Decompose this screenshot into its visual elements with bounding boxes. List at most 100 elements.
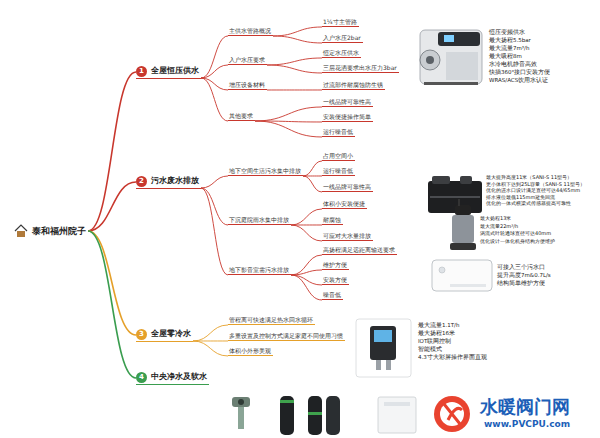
connector: [201, 188, 228, 275]
spec-text: 结构简单维护方便: [497, 280, 545, 286]
topic-item: 三层花洒要求出水压力3bar: [322, 65, 399, 74]
topic-text: 一线品牌可靠性高: [323, 183, 371, 190]
spec-text: 最大流量1.1T/h: [418, 322, 459, 328]
topic-text: 入户水压要求: [229, 56, 265, 63]
connector: [267, 89, 322, 90]
spec-text: 涡流式叶轮通球直径可达40mm: [480, 231, 551, 237]
topic-item: 过流部件耐腐蚀防生锈: [322, 82, 385, 91]
topic-text: 其他要求: [229, 112, 253, 119]
topic-text: 占用空间小: [323, 152, 353, 159]
spec-text: 最大流量7m³/h: [489, 45, 529, 51]
topic-item: 地下空间生活污水集中排放: [228, 168, 303, 177]
topic-text: 增压设备材料: [229, 81, 265, 88]
connector: [303, 161, 322, 176]
topic-item: 增压设备材料: [228, 82, 267, 91]
topic-text: 恒定水压供水: [323, 49, 359, 56]
topic-item: 占用空间小: [322, 153, 355, 162]
connector: [273, 27, 322, 36]
topic-text: 1¼寸主管路: [323, 18, 357, 25]
connector: [88, 231, 136, 378]
topic-item: 噪音低: [322, 292, 343, 301]
spec-text: 提升高度7m&0.7L/s: [497, 272, 551, 278]
topic-text: 可应对大水量排放: [323, 232, 371, 239]
topic-item: 运行噪音低: [322, 129, 355, 138]
spec-text: 优化的一体式横梁式传感器提高可靠性: [486, 201, 571, 207]
connector: [291, 255, 322, 275]
recirculation-pump: [356, 319, 411, 377]
connector: [303, 176, 322, 192]
topic-item: 体积小安装便捷: [322, 201, 367, 210]
spec-text: 最大扬程16米: [418, 330, 455, 336]
connector: [201, 176, 228, 188]
topic-item: 维护方便: [322, 262, 349, 271]
connector: [201, 188, 228, 225]
topic-item: 1¼寸主管路: [322, 19, 359, 28]
topic-text: 噪音低: [323, 291, 341, 298]
branch-number: 3: [136, 329, 147, 340]
topic-item: 一线品牌可靠性高: [322, 184, 373, 193]
root-topic: 泰和福州院子: [30, 225, 88, 238]
macerator-unit: [432, 260, 492, 291]
spec-text: 恒压变频供水: [489, 29, 525, 35]
connector: [193, 341, 228, 356]
topic-item: 恒定水压供水: [322, 50, 361, 59]
spec-text: 4.3寸大彩屏操作界面直观: [418, 354, 487, 360]
topic-item: 其他要求: [228, 113, 255, 122]
connector: [291, 225, 322, 241]
connector: [201, 36, 228, 78]
topic-item: 运行噪音低: [322, 168, 355, 177]
topic-text: 下沉庭院雨水集中排放: [229, 216, 289, 223]
branch-topic: 4 中央净水及软水: [136, 372, 209, 385]
spec-text: 排水液位最低115mm避免回流: [486, 195, 555, 201]
spec-text: 更小体积下达到25L容量（SANI-S 11型号）: [486, 182, 585, 188]
branch-topic: 1全屋恒压供水: [136, 66, 201, 79]
branch-number: 4: [136, 372, 147, 383]
spec-text: 最大流量22m³/h: [480, 224, 518, 230]
house-icon: [15, 225, 27, 237]
booster-pump: [420, 30, 482, 85]
topic-item: 安装方便: [322, 277, 349, 286]
connector: [291, 275, 322, 300]
connector: [255, 107, 322, 121]
topic-text: 污水废水排放: [151, 176, 199, 185]
topic-text: 安装方便: [323, 276, 347, 283]
branch-number: 2: [136, 176, 147, 187]
connector: [88, 182, 136, 231]
topic-text: 入户水压2bar: [323, 34, 361, 41]
water-treatment-products: [232, 396, 416, 435]
spec-text: 水冷电机静音高效: [489, 61, 537, 67]
spec-text: 优化设计一体化机身结构方便维护: [480, 239, 555, 245]
topic-text: 地下影音室需污水排放: [229, 266, 289, 273]
topic-text: 主供水管路概况: [229, 27, 271, 34]
spec-text: IOT联网控制: [418, 338, 451, 344]
branch-number: 1: [136, 66, 147, 77]
connector: [201, 78, 228, 121]
topic-item: 入户水压2bar: [322, 35, 363, 44]
branch-topic: 3 全屋零冷水: [136, 329, 193, 342]
topic-text: 过流部件耐腐蚀防生锈: [323, 81, 383, 88]
topic-item: 耐腐蚀: [322, 217, 343, 226]
topic-text: 三层花洒要求出水压力3bar: [323, 64, 397, 71]
topic-item: 多重设置及控制方式满足家庭不同使用习惯: [228, 333, 345, 342]
spec-text: 最大提升高度11米（SANI-S 11型号）: [486, 175, 572, 181]
connector: [88, 72, 136, 231]
topic-item: 地下影音室需污水排放: [228, 267, 291, 276]
spec-text: 最大吸程8m: [489, 53, 522, 59]
topic-item: 一线品牌可靠性高: [322, 99, 373, 108]
topic-text: 中央净水及软水: [151, 372, 207, 381]
topic-text: 运行噪音低: [323, 128, 353, 135]
connector: [88, 231, 136, 335]
connector: [273, 36, 322, 43]
spec-text: 最大扬程5.5bar: [489, 37, 531, 43]
topic-item: 安装便捷操作简单: [322, 114, 373, 123]
connector: [291, 270, 322, 275]
connector: [255, 121, 322, 137]
topic-text: 运行噪音低: [323, 167, 353, 174]
topic-text: 多重设置及控制方式满足家庭不同使用习惯: [229, 332, 343, 339]
connector: [291, 275, 322, 285]
connector: [267, 65, 322, 73]
topic-text: 高扬程满足远距离输送要求: [323, 246, 395, 253]
submersible-pump: [450, 199, 476, 250]
topic-text: 全屋零冷水: [151, 329, 191, 338]
